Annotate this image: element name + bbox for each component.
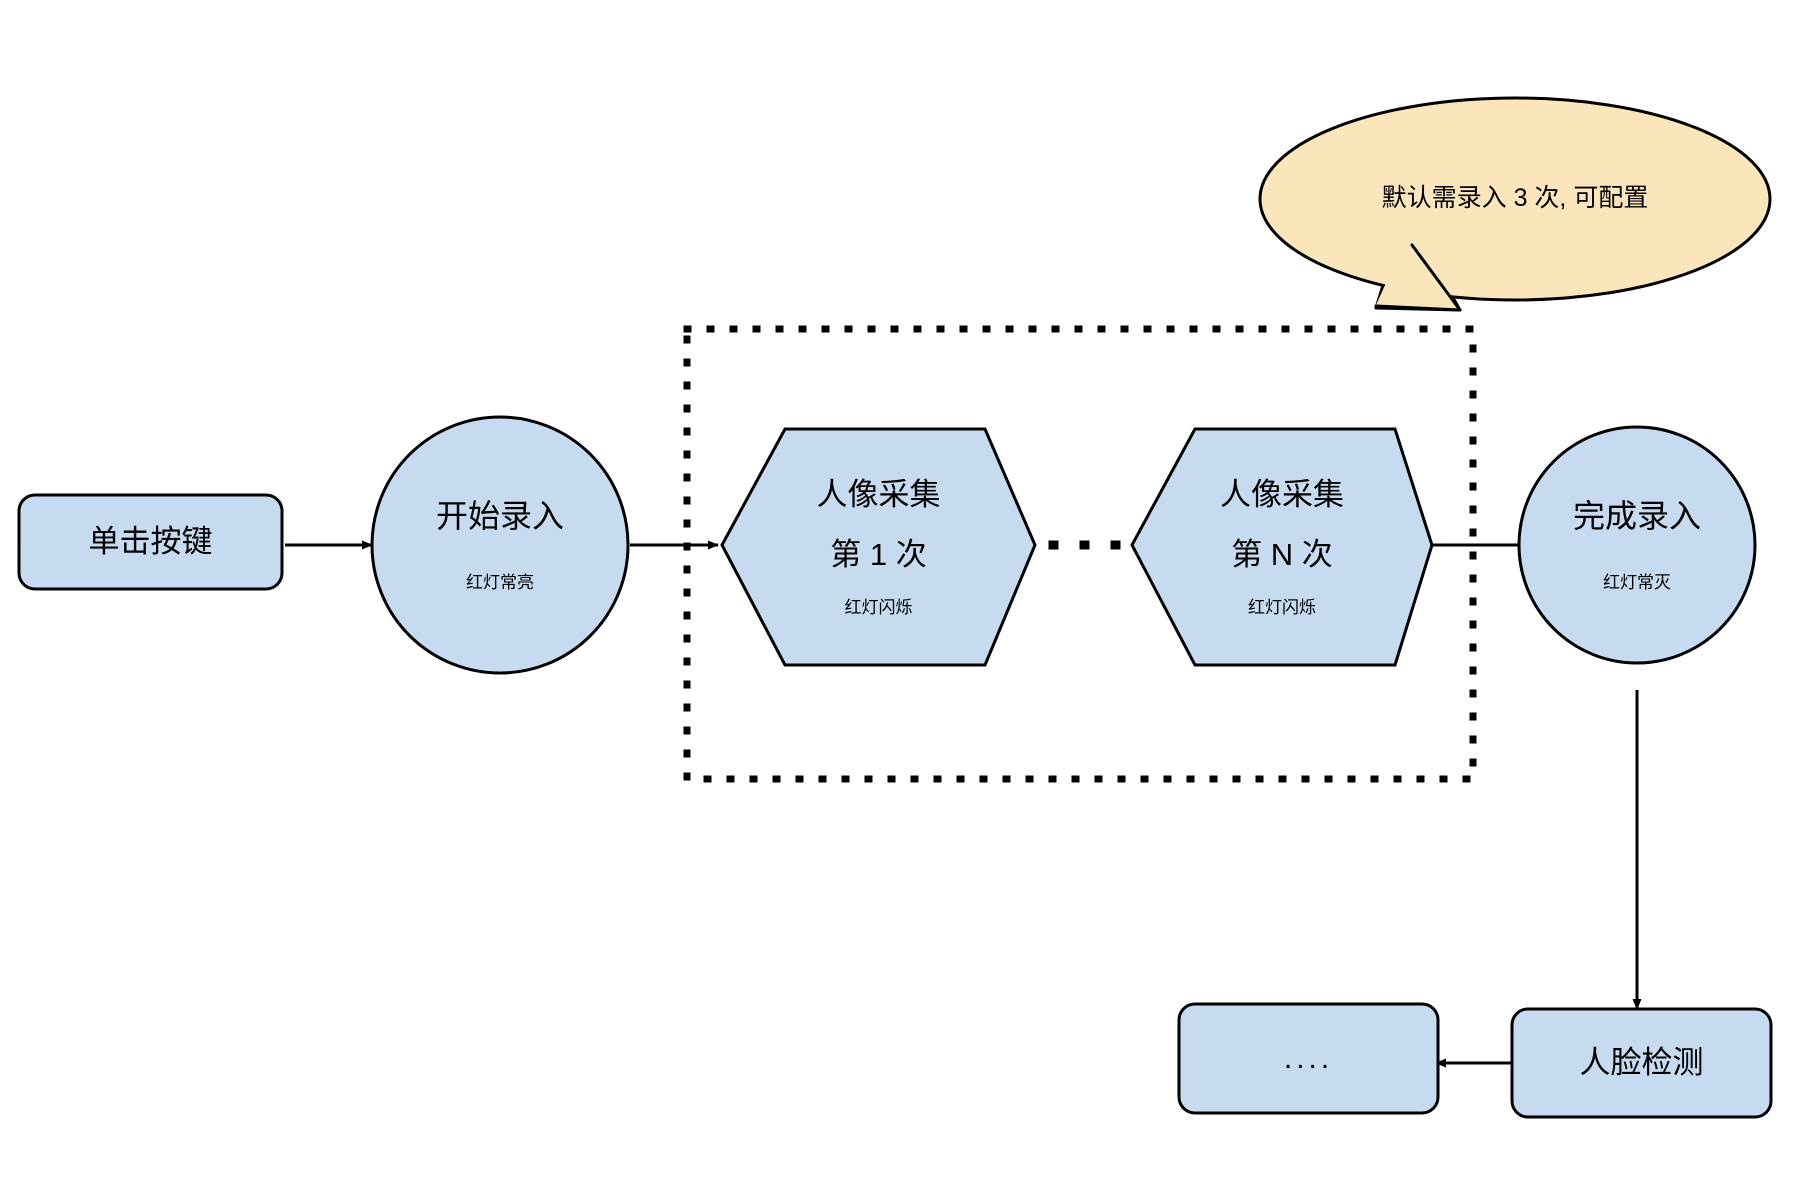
capture-loop-group-border (683, 325, 1477, 783)
node-capture-nth[interactable] (1130, 427, 1434, 667)
node-face-detect[interactable] (1510, 1007, 1773, 1119)
node-click-key[interactable] (17, 493, 284, 591)
callout-bubble[interactable] (1258, 96, 1772, 302)
callout-tail-overlay (1376, 241, 1460, 310)
node-start-enroll[interactable] (370, 415, 630, 675)
node-capture-first[interactable] (720, 427, 1037, 667)
node-finish-enroll[interactable] (1517, 425, 1757, 665)
node-more-steps[interactable] (1177, 1002, 1440, 1115)
callout-tail-outline (1374, 243, 1462, 312)
